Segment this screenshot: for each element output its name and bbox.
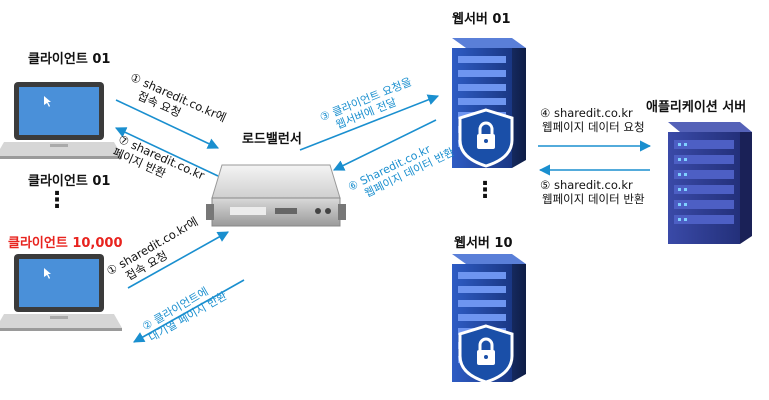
ellipsis: ⋮	[46, 188, 68, 213]
laptop-bottom-icon	[0, 254, 122, 331]
app-server-label: 애플리케이션 서버	[646, 100, 747, 115]
arrow-1-top	[115, 99, 220, 149]
laptop-top-icon	[0, 82, 122, 159]
ellipsis-web: ⋮	[474, 178, 496, 203]
client-top-label: 클라이언트 01	[28, 52, 111, 67]
load-balancer-icon	[206, 164, 346, 227]
load-balancer-label: 로드밸런서	[242, 132, 302, 147]
arrow-6	[332, 119, 437, 171]
arrow-1-bottom	[127, 231, 229, 289]
web-server-1-icon	[452, 38, 526, 168]
web-server-1-label: 웹서버 01	[452, 12, 511, 27]
client-mid-label: 클라이언트 01	[28, 174, 111, 189]
arrow-7-top	[114, 127, 219, 177]
arrow-2-bottom	[133, 279, 245, 343]
web-server-10-label: 웹서버 10	[454, 236, 513, 251]
arrow-3	[299, 94, 440, 151]
app-server-icon	[668, 122, 752, 244]
web-server-10-icon	[452, 254, 526, 384]
client-last-label: 클라이언트 10,000	[8, 236, 123, 251]
